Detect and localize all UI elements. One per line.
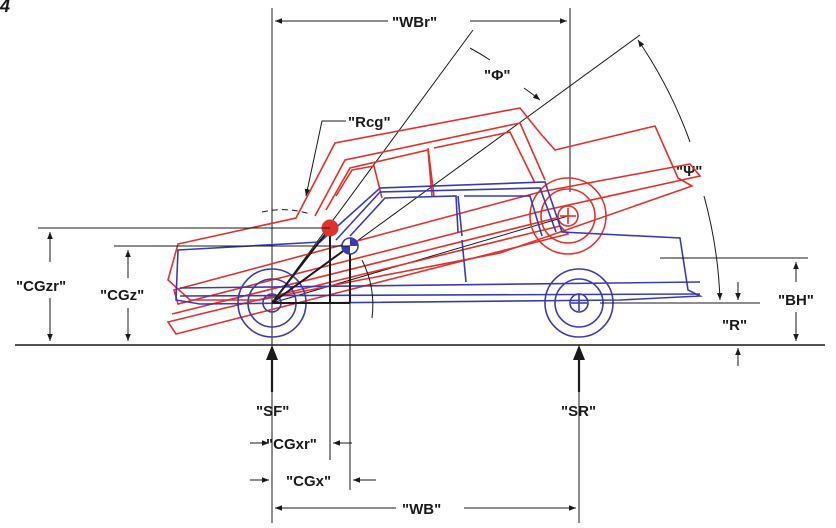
phi-label: "Φ" — [484, 67, 511, 84]
wb-label: "WB" — [402, 501, 441, 518]
sf-force-arrow: "SF" — [256, 345, 289, 420]
wbr-dimension: "WBr" — [275, 14, 567, 31]
wbr-label: "WBr" — [392, 14, 437, 31]
cgzr-label: "CGzr" — [16, 278, 66, 295]
bh-dimension: "BH" — [660, 257, 814, 341]
rcg-label: "Rcg" — [348, 114, 391, 131]
cgxr-label: "CGxr" — [266, 436, 317, 453]
raised-front-wheel-arc — [261, 209, 311, 215]
sr-label: "SR" — [561, 403, 596, 420]
cgx-label: "CGx" — [286, 473, 331, 490]
r-label: "R" — [722, 317, 747, 334]
raised-vehicle-outline — [166, 107, 702, 335]
cgz-label: "CGz" — [100, 287, 144, 304]
cgxr-dimension: "CGxr" — [250, 436, 352, 453]
cgzr-dimension: "CGzr" — [16, 227, 330, 341]
r-dimension: "R" — [600, 282, 760, 366]
sf-label: "SF" — [256, 403, 289, 420]
cgz-dimension: "CGz" — [100, 245, 350, 341]
phi-angle-dimension: "Φ" — [469, 47, 541, 101]
figure-number: 4 — [0, 0, 11, 16]
psi-label: "Ψ" — [676, 163, 702, 180]
sr-force-arrow: "SR" — [561, 345, 596, 420]
psi-angle-dimension: "Ψ" — [637, 39, 723, 301]
bh-label: "BH" — [778, 292, 814, 309]
cgx-dimension: "CGx" — [250, 473, 376, 490]
rcg-leader: "Rcg" — [304, 114, 391, 197]
wb-dimension: "WB" — [275, 501, 576, 518]
level-cg-swing-arc — [361, 259, 374, 319]
